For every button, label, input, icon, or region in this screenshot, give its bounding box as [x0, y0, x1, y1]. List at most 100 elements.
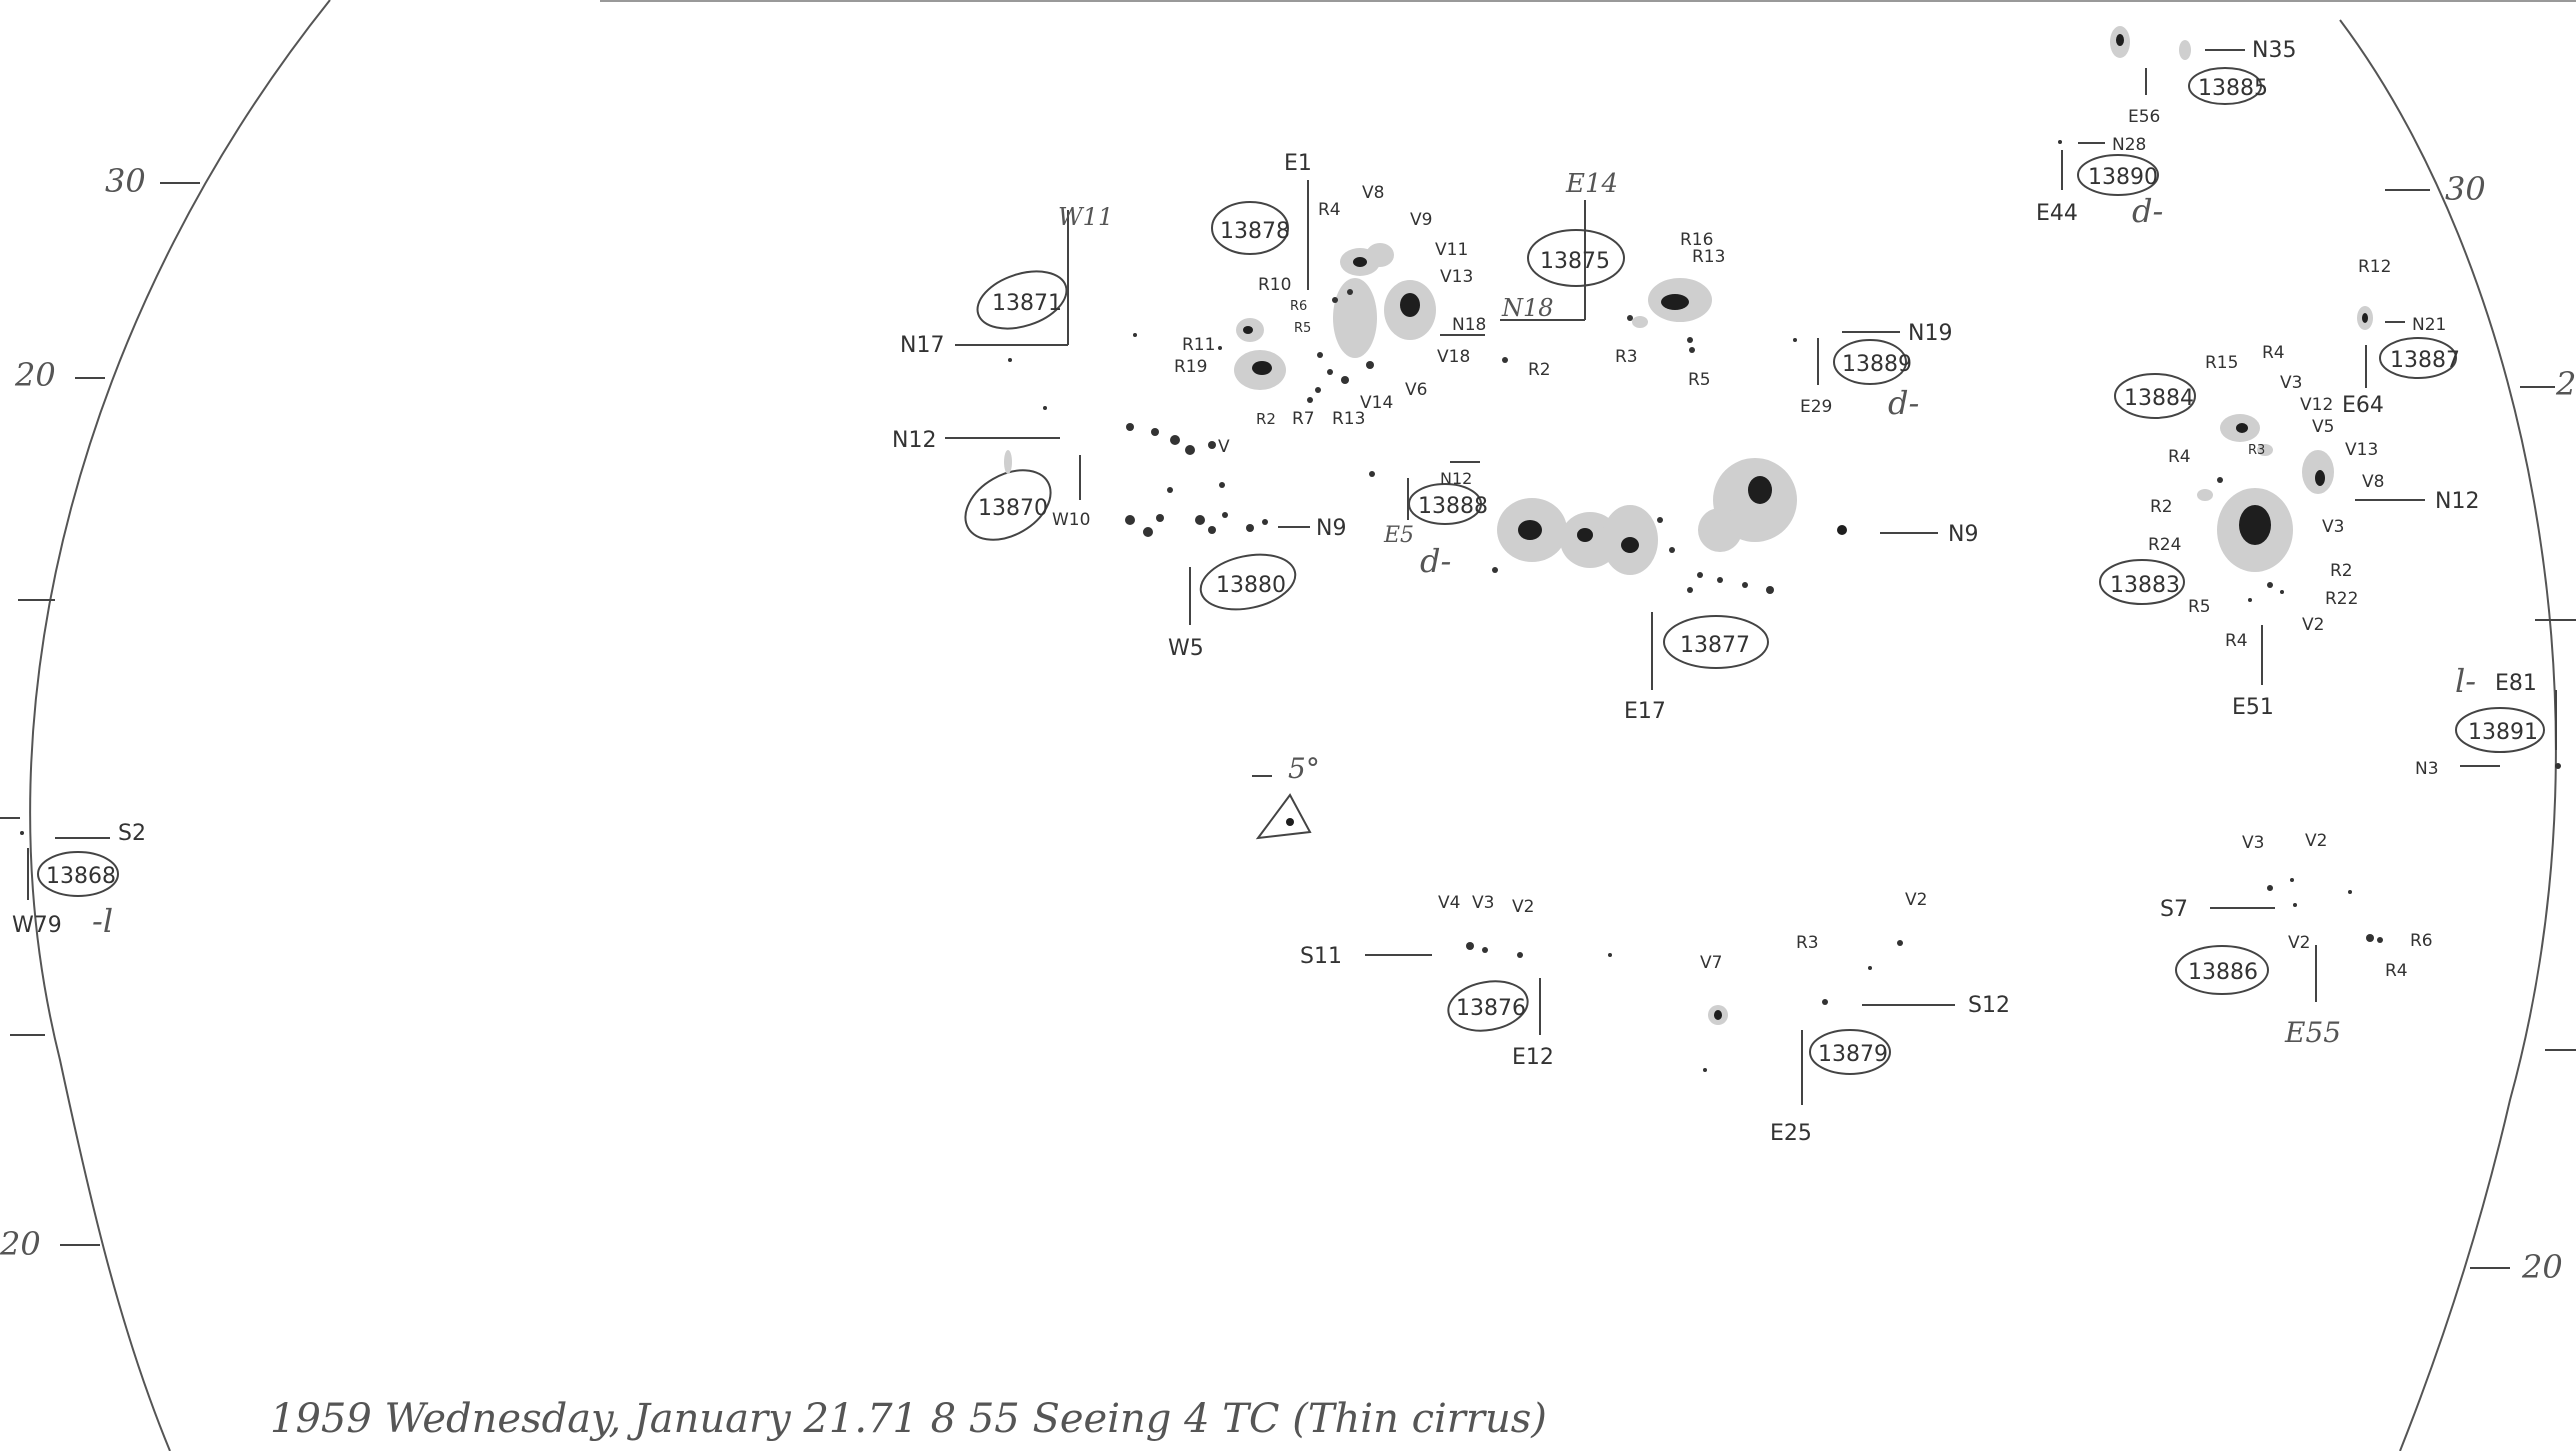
label-e29: E29 — [1800, 397, 1832, 417]
group-number: 13868 — [46, 864, 116, 889]
label-e14: E14 — [1565, 169, 1618, 199]
tick-label-right-20-lower: 20 — [2521, 1248, 2563, 1286]
sunspot-group-13885: 13885 N35 E56 — [2110, 26, 2296, 127]
label-r12: R12 — [2358, 257, 2391, 277]
label-r16: R16 — [1680, 230, 1713, 250]
label-d: d- — [1420, 542, 1451, 580]
label-r2: R2 — [1256, 410, 1276, 428]
orientation-marker: 5° — [1252, 752, 1320, 840]
label-n3: N3 — [2415, 759, 2439, 779]
label-v13e: V13 — [2345, 440, 2378, 460]
sunspot-group-13884: 13884 R15 R4 V3 V12 V5 R3 V13 V8 N12 R4 … — [2114, 343, 2479, 555]
tick-label-left-20: 20 — [14, 356, 56, 394]
label-r3e: R3 — [2248, 443, 2265, 458]
label-r4u: R4 — [2385, 961, 2408, 981]
label-r22: R22 — [2325, 589, 2358, 609]
label-v8e: V8 — [2362, 472, 2384, 492]
label-v13: V13 — [1440, 267, 1473, 287]
sunspot-group-13880: 13880 W5 N9 V — [1008, 333, 1346, 661]
sunspot-group-13879: V7 R3 V2 S12 13879 E25 — [1700, 890, 2010, 1146]
tick-label-right-20: 20 — [2555, 365, 2576, 403]
group-number: 13876 — [1456, 996, 1526, 1021]
label-v4: V4 — [1438, 893, 1460, 913]
sunspot-group-13875: 13875 E14 N18 R2 R16 R13 R3 R5 — [1500, 169, 1725, 390]
label-r6u: R6 — [2410, 931, 2433, 951]
label-w11: W11 — [1058, 203, 1113, 231]
label-v2: V2 — [2302, 615, 2324, 635]
sunspot-group-13891: l- E81 13891 N3 — [2415, 662, 2561, 779]
label-r2f: R2 — [2330, 561, 2353, 581]
label-s12: S12 — [1968, 993, 2010, 1018]
group-number: 13883 — [2110, 573, 2180, 598]
label-v18: V18 — [1437, 347, 1470, 367]
label-r2e: R2 — [2150, 497, 2173, 517]
label-v3: V3 — [2280, 373, 2302, 393]
label-w5: W5 — [1168, 636, 1204, 661]
group-number: 13890 — [2088, 165, 2158, 190]
label-r4e: R4 — [2262, 343, 2285, 363]
label-n21: N21 — [2412, 315, 2446, 335]
group-number: 13877 — [1680, 633, 1750, 658]
solar-limb-right — [2339, 19, 2557, 1451]
label-r6: R6 — [1290, 299, 1307, 314]
group-number: 13884 — [2124, 386, 2194, 411]
label-l: l- — [2455, 662, 2476, 700]
label-v7: V7 — [1700, 953, 1722, 973]
sunspot-group-13890: 13890 N28 E44 d- — [2036, 135, 2163, 230]
group-number: 13887 — [2390, 348, 2460, 373]
label-v8: V8 — [1362, 183, 1384, 203]
label-n28: N28 — [2112, 135, 2146, 155]
group-number: 13879 — [1818, 1042, 1888, 1067]
label-n18: N18 — [1452, 315, 1486, 335]
label-v6: V6 — [1405, 380, 1427, 400]
label-n17: N17 — [900, 333, 944, 358]
group-number: 13888 — [1418, 494, 1488, 519]
label-d2: d- — [1888, 384, 1919, 422]
sunspot-group-13871: 13871 W11 N17 — [900, 203, 1113, 358]
sunspot-group-13878: 13878 E1 R4 V8 V9 V11 V13 V18 V14 V6 R10… — [1174, 151, 1486, 429]
label-v9: V9 — [1410, 210, 1432, 230]
label-r3s: R3 — [1796, 933, 1819, 953]
label-r4g: R4 — [2225, 631, 2248, 651]
group-number: 13889 — [1842, 352, 1912, 377]
label-e17: E17 — [1624, 699, 1666, 724]
label-e44: E44 — [2036, 201, 2078, 226]
label-n19: N19 — [1908, 321, 1952, 346]
label-e1: E1 — [1284, 151, 1312, 176]
label-r4f: R4 — [2168, 447, 2191, 467]
label-v2t: V2 — [1905, 890, 1927, 910]
label-v2s: V2 — [1512, 897, 1534, 917]
sunspot-group-13887: 13887 R12 N21 E64 — [2342, 257, 2460, 418]
observation-caption: 1959 Wednesday, January 21.71 8 55 Seein… — [270, 1396, 1547, 1442]
sunspot-group-13876: V4 V3 V2 S11 13876 E12 — [1300, 893, 1612, 1070]
label-r2b: R2 — [1528, 360, 1551, 380]
group-number: 13871 — [992, 291, 1062, 316]
label-r5e: R5 — [2188, 597, 2211, 617]
label-v11: V11 — [1435, 240, 1468, 260]
label-n12b: N12 — [1440, 469, 1472, 488]
label-r3: R3 — [1615, 347, 1638, 367]
label-r13b: R13 — [1692, 247, 1725, 267]
sunspot-group-13888: 13888 N12 E5 d- — [1369, 461, 1488, 580]
label-v2u: V2 — [2305, 831, 2327, 851]
label-n9: N9 — [1316, 516, 1346, 541]
label-r13: R13 — [1332, 409, 1365, 429]
tick-label-right-30: 30 — [2445, 170, 2486, 208]
label-s7: S7 — [2160, 897, 2188, 922]
label-r4: R4 — [1318, 200, 1341, 220]
sunspot-group-13877: 13877 E17 N9 — [1492, 458, 1978, 724]
label-r19: R19 — [1174, 357, 1207, 377]
label-v14: V14 — [1360, 393, 1393, 413]
label-l2: -l — [92, 902, 113, 940]
group-number: 13875 — [1540, 249, 1610, 274]
label-r11: R11 — [1182, 335, 1215, 355]
label-s11: S11 — [1300, 944, 1342, 969]
group-number: 13878 — [1220, 219, 1290, 244]
tick-label-left-20-lower: 20 — [0, 1225, 41, 1263]
label-v3e: V3 — [2322, 517, 2344, 537]
label-e25: E25 — [1770, 1121, 1812, 1146]
label-n35: N35 — [2252, 38, 2296, 63]
sunspot-group-13868: 13868 S2 W79 -l — [12, 821, 146, 940]
label-e64: E64 — [2342, 393, 2384, 418]
label-r24: R24 — [2148, 535, 2181, 555]
